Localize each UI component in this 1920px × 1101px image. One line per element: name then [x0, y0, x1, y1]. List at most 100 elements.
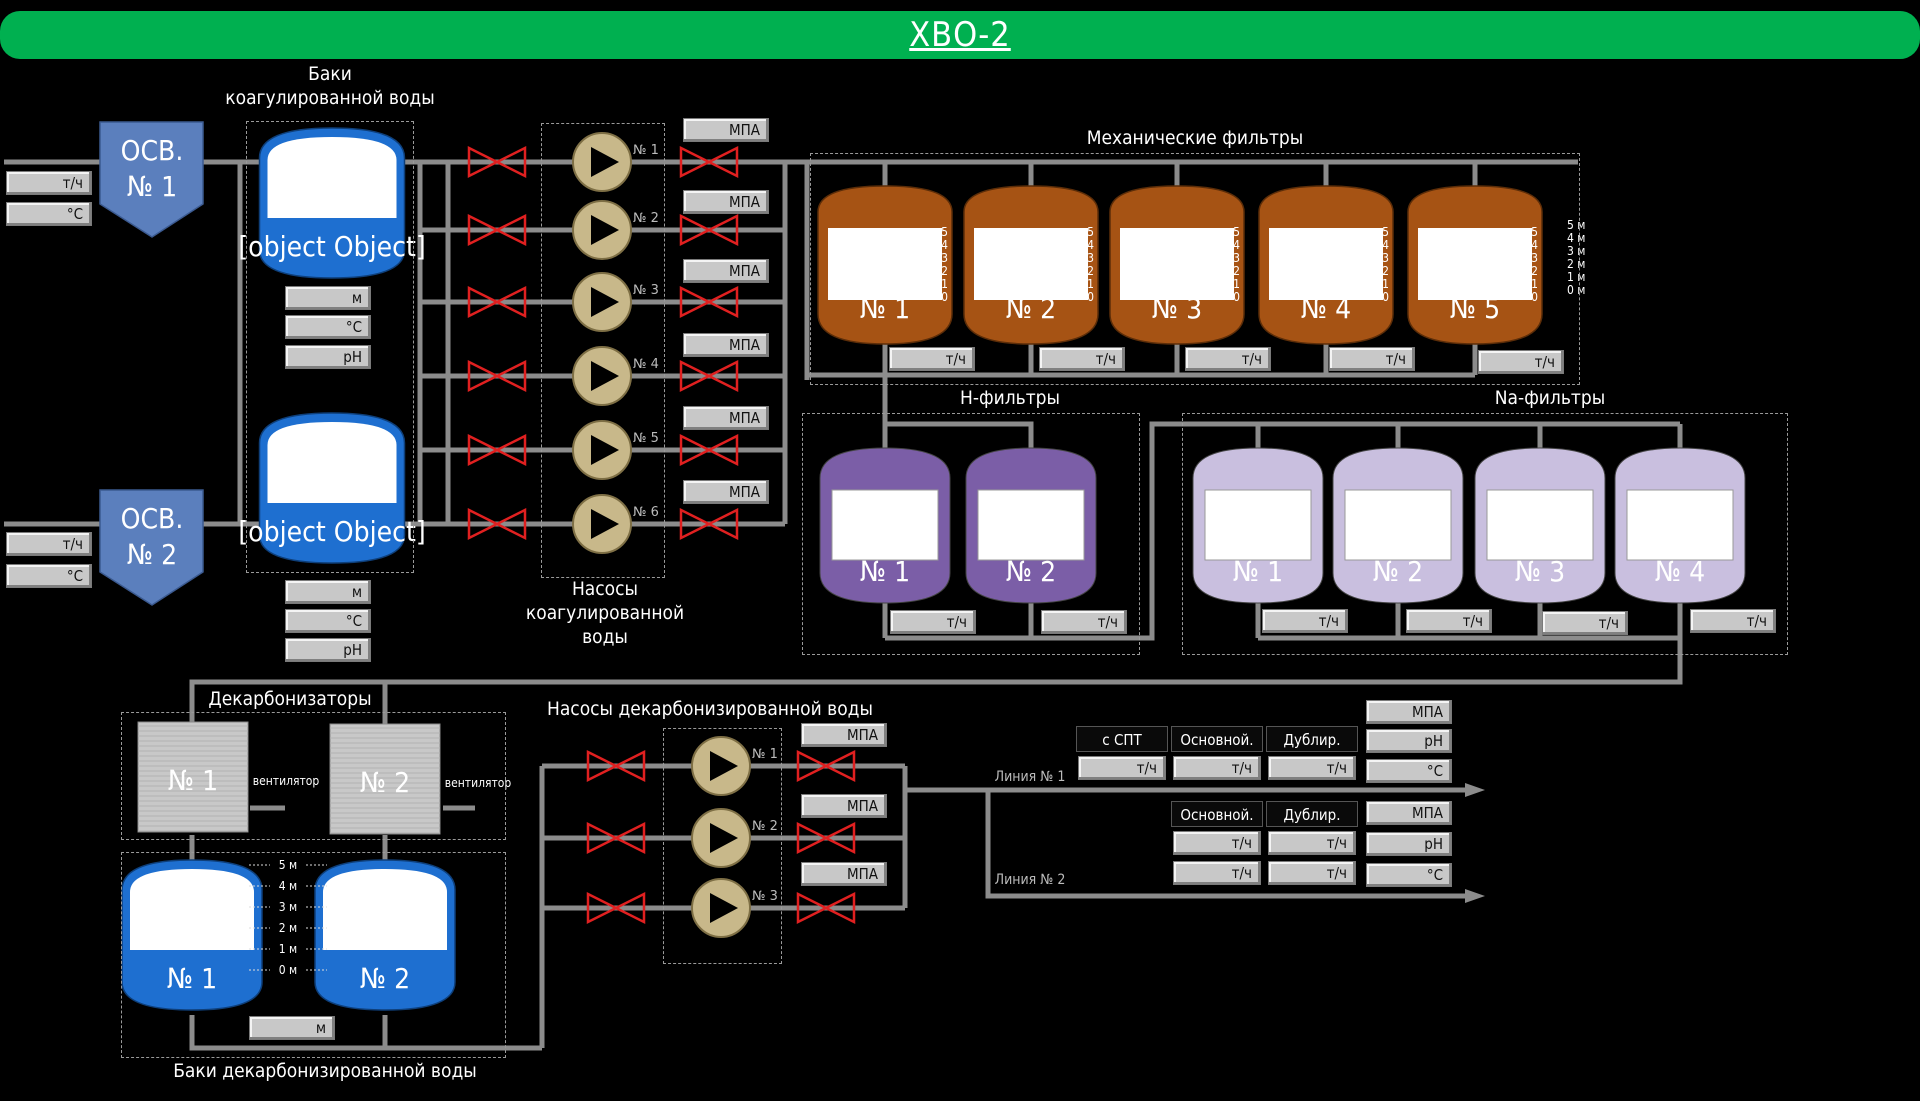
coag-outlet-valve-3[interactable]	[679, 285, 739, 319]
decarb-inlet-valve-2[interactable]	[586, 821, 646, 855]
decarb-outlet-valve-2[interactable]	[796, 821, 856, 855]
coag-pump1-pressure-field[interactable]: МПА	[683, 118, 769, 142]
mech-filter5-flow-field[interactable]: т/ч	[1478, 350, 1564, 374]
na-filter-4[interactable]: № 4	[1614, 447, 1746, 604]
coag-tank1-ph-field[interactable]: pH	[285, 345, 371, 369]
coag-pump-5[interactable]: № 5	[572, 420, 659, 480]
decarb-tank-level-field[interactable]: м	[249, 1016, 335, 1040]
mech-filter2-flow-field[interactable]: т/ч	[1039, 347, 1125, 371]
clarifier2-flow-field[interactable]: т/ч	[6, 532, 92, 556]
coag-tank-1[interactable]: [object Object]	[238, 127, 426, 279]
coag-pump-6[interactable]: № 6	[572, 494, 659, 554]
clarifier2-temp-field[interactable]: °С	[6, 564, 92, 588]
mech-scale-tick: 5 м	[1567, 218, 1585, 232]
line2-temp-field[interactable]: °С	[1366, 863, 1452, 887]
decarb-inlet-valve-3[interactable]	[586, 891, 646, 925]
coag-tank-2[interactable]: [object Object]	[238, 412, 426, 564]
decarb-pump-2[interactable]: № 2	[691, 808, 778, 868]
na-filter2-flow-field[interactable]: т/ч	[1406, 609, 1492, 633]
coag-outlet-valve-2[interactable]	[679, 213, 739, 247]
line1-label: Линия № 1	[994, 769, 1066, 785]
valve-left	[796, 749, 829, 783]
line2-dup-flow-field-1[interactable]: т/ч	[1268, 831, 1356, 855]
h-filter2-flow-field[interactable]: т/ч	[1041, 610, 1127, 634]
na-filter-2[interactable]: № 2	[1332, 447, 1464, 604]
table-header-main-2: Основной.	[1171, 801, 1263, 827]
coag-pump6-pressure-field[interactable]: МПА	[683, 480, 769, 504]
decarb-outlet-valve-3[interactable]	[796, 891, 856, 925]
coag-pump-3[interactable]: № 3	[572, 272, 659, 332]
valve-right	[494, 213, 527, 247]
decarb-pump1-pressure-field[interactable]: МПА	[801, 723, 887, 747]
coag-outlet-valve-6[interactable]	[679, 507, 739, 541]
coag-inlet-valve-5[interactable]	[467, 433, 527, 467]
coag-outlet-valve-1[interactable]	[679, 145, 739, 179]
decarb-tank-2[interactable]: № 2	[314, 859, 456, 1011]
line2-main-flow-field-1[interactable]: т/ч	[1173, 831, 1261, 855]
mech-filter4-flow-field[interactable]: т/ч	[1329, 347, 1415, 371]
decarb-pump-1[interactable]: № 1	[691, 736, 778, 796]
decarb-pump2-pressure-field[interactable]: МПА	[801, 794, 887, 818]
decarb-outlet-valve-1[interactable]	[796, 749, 856, 783]
coag-tank2-temp-field[interactable]: °С	[285, 609, 371, 633]
coag-pump4-pressure-field[interactable]: МПА	[683, 333, 769, 357]
coag-pump-2[interactable]: № 2	[572, 200, 659, 260]
pipe	[885, 421, 1034, 455]
clarifier-1[interactable]: ОСВ.№ 1	[99, 121, 204, 238]
na-filter4-flow-field[interactable]: т/ч	[1690, 609, 1776, 633]
decarb-pump-3[interactable]: № 3	[691, 878, 778, 938]
clarifier1-temp-field[interactable]: °С	[6, 202, 92, 226]
na-filter1-flow-field[interactable]: т/ч	[1262, 609, 1348, 633]
clarifier1-flow-field[interactable]: т/ч	[6, 171, 92, 195]
filter-num: № 1	[860, 292, 910, 325]
line1-pressure-field[interactable]: МПА	[1366, 700, 1452, 724]
na-filter-3[interactable]: № 3	[1474, 447, 1606, 604]
coag-pump3-pressure-field[interactable]: МПА	[683, 259, 769, 283]
clarifier-2[interactable]: ОСВ.№ 2	[99, 489, 204, 606]
decarb-pump3-pressure-field[interactable]: МПА	[801, 862, 887, 886]
na-filter-1[interactable]: № 1	[1192, 447, 1324, 604]
scale-tick: 1	[941, 277, 948, 291]
coag-outlet-valve-5[interactable]	[679, 433, 739, 467]
line1-main-flow-field[interactable]: т/ч	[1173, 756, 1261, 780]
coag-outlet-valve-4[interactable]	[679, 359, 739, 393]
line1-spt-flow-field[interactable]: т/ч	[1078, 756, 1166, 780]
decarb-tank-1[interactable]: № 1	[121, 859, 263, 1011]
line1-ph-field[interactable]: pH	[1366, 729, 1452, 753]
line2-dup-flow-field-2[interactable]: т/ч	[1268, 861, 1356, 885]
coag-inlet-valve-1[interactable]	[467, 145, 527, 179]
coag-tank1-level-field[interactable]: м	[285, 286, 371, 310]
coag-inlet-valve-2[interactable]	[467, 213, 527, 247]
h-filter-1[interactable]: № 1	[819, 447, 951, 604]
coag-tank2-ph-field[interactable]: pH	[285, 638, 371, 662]
mech-filter3-flow-field[interactable]: т/ч	[1185, 347, 1271, 371]
line2-ph-field[interactable]: pH	[1366, 832, 1452, 856]
mech-filter1-flow-field[interactable]: т/ч	[889, 347, 975, 371]
coag-tank2-level-field[interactable]: м	[285, 580, 371, 604]
scale-tick: 5	[941, 225, 948, 239]
coag-pump5-pressure-field[interactable]: МПА	[683, 406, 769, 430]
h-filter-2[interactable]: № 2	[965, 447, 1097, 604]
decarb-inlet-valve-1[interactable]	[586, 749, 646, 783]
coag-inlet-valve-6[interactable]	[467, 507, 527, 541]
coag-inlet-valve-3[interactable]	[467, 285, 527, 319]
line1-temp-field[interactable]: °С	[1366, 759, 1452, 783]
line1-dup-flow-field[interactable]: т/ч	[1268, 756, 1356, 780]
coag-pump-4[interactable]: № 4	[572, 346, 659, 406]
line2-main-flow-field-2[interactable]: т/ч	[1173, 861, 1261, 885]
coag-pump-1[interactable]: № 1	[572, 132, 659, 192]
coag-pump2-pressure-field[interactable]: МПА	[683, 190, 769, 214]
h-filter1-flow-field[interactable]: т/ч	[890, 610, 976, 634]
coag-tank1-temp-field[interactable]: °С	[285, 315, 371, 339]
na-filter3-flow-field[interactable]: т/ч	[1542, 611, 1628, 635]
line2-pressure-field[interactable]: МПА	[1366, 801, 1452, 825]
coag-inlet-valve-4[interactable]	[467, 359, 527, 393]
na-filters-label: Na-фильтры	[1494, 387, 1606, 409]
